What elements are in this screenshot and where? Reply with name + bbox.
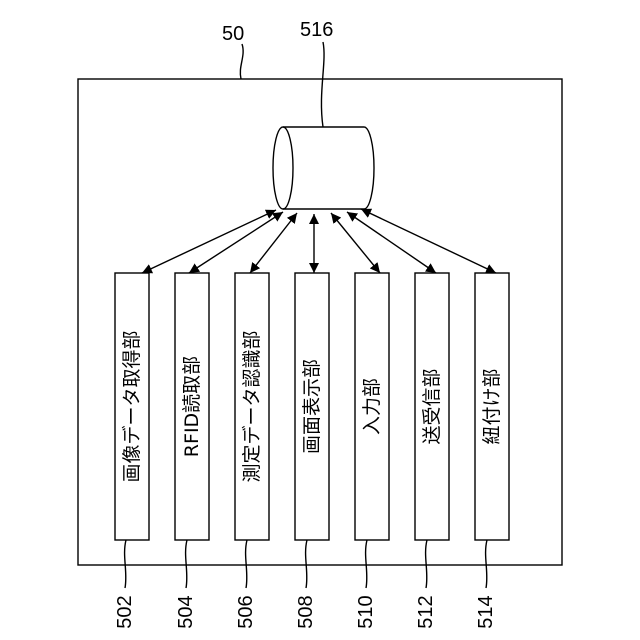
unit-label: 紐付け部 xyxy=(481,368,503,444)
data-flow-arrow xyxy=(331,213,380,273)
unit-label: 入力部 xyxy=(361,378,383,435)
data-flow-arrow xyxy=(250,213,297,273)
unit-group: 画像データ取得部 502 RFID読取部 504 測定データ認識部 506 画面表示部 508… xyxy=(114,209,509,629)
unit-ref: 506 xyxy=(235,595,257,628)
unit-ref-leader xyxy=(486,540,487,588)
storage-ref: 516 xyxy=(300,19,333,41)
unit-ref: 502 xyxy=(114,595,136,628)
storage-drum xyxy=(273,127,374,209)
unit-ref: 514 xyxy=(475,595,497,628)
unit-label: 画面表示部 xyxy=(301,359,323,454)
unit-ref-leader xyxy=(186,540,187,588)
unit-label: 送受信部 xyxy=(421,368,443,444)
data-flow-arrow xyxy=(347,212,436,273)
unit-ref: 508 xyxy=(295,595,317,628)
unit-ref: 510 xyxy=(355,595,377,628)
unit-label: 画像データ取得部 xyxy=(121,330,143,482)
unit-ref-leader xyxy=(125,540,126,588)
device-ref: 50 xyxy=(222,23,244,45)
unit-ref-leader xyxy=(246,540,247,588)
data-flow-arrow xyxy=(142,210,276,273)
storage-ref-leader xyxy=(321,42,324,127)
data-flow-arrow xyxy=(361,209,496,273)
device-frame xyxy=(78,79,562,565)
unit-label: 測定データ認識部 xyxy=(241,330,263,482)
data-flow-arrow xyxy=(189,212,283,273)
unit-label: RFID読取部 xyxy=(181,356,203,457)
unit-ref-leader xyxy=(306,540,307,588)
unit-ref: 512 xyxy=(415,595,437,628)
unit-ref: 504 xyxy=(175,595,197,628)
unit-ref-leader xyxy=(366,540,367,588)
device-ref-leader xyxy=(240,44,243,79)
unit-ref-leader xyxy=(426,540,427,588)
